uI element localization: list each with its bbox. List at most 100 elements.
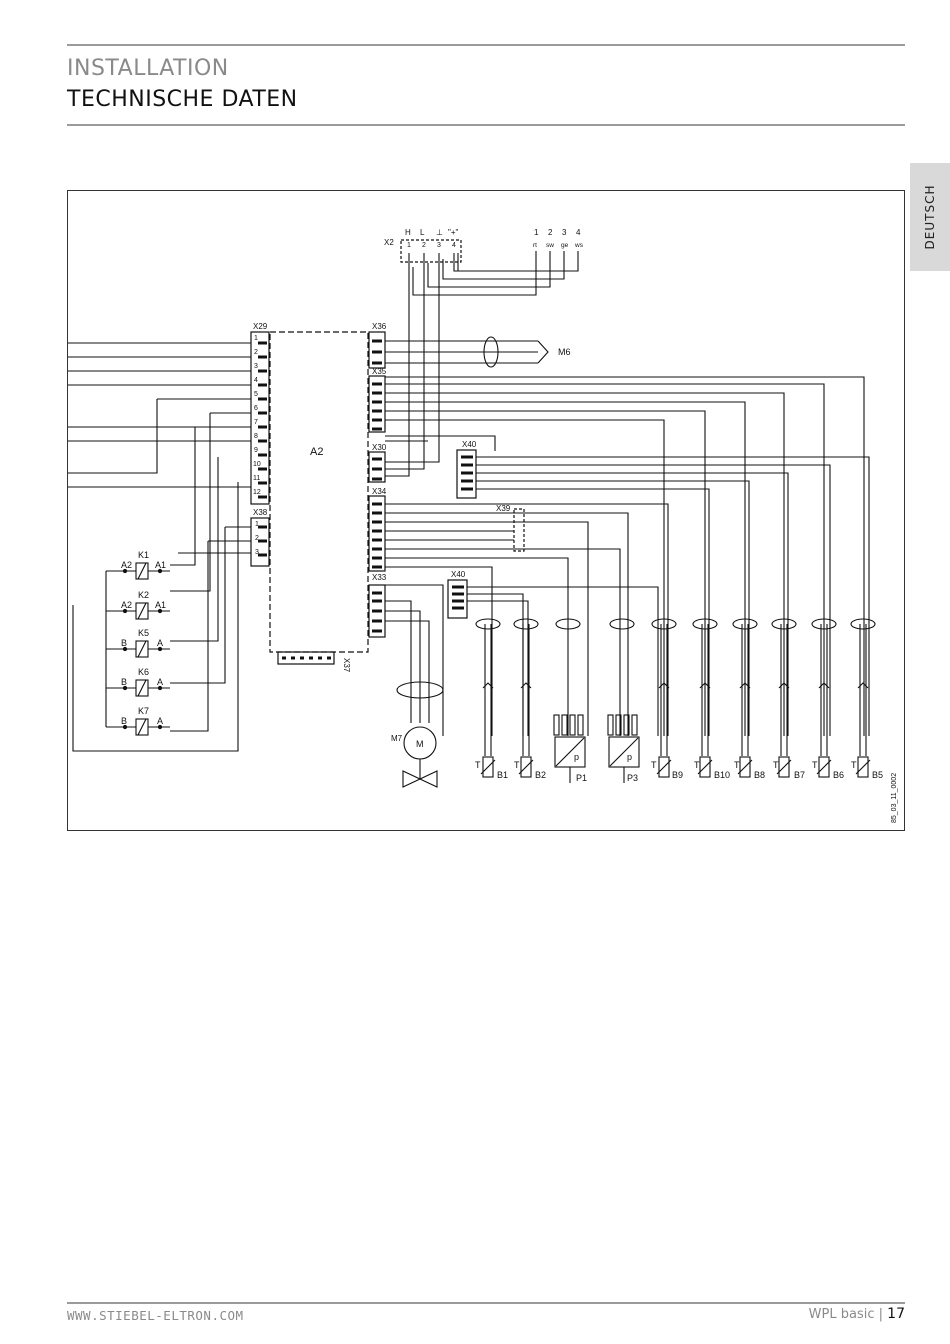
x29-pin-2: 2 xyxy=(254,349,258,356)
pressure-sensor-pin xyxy=(561,714,568,736)
wire-b6 xyxy=(385,383,825,736)
cable-sheath xyxy=(609,618,635,630)
wire-x34-1 xyxy=(385,503,669,736)
pressure-sensor-pin xyxy=(569,714,576,736)
relay-terminal xyxy=(157,646,163,652)
x29-pin-numbers: 1 2 3 4 5 6 7 8 9 10 11 12 xyxy=(253,335,261,496)
pressure-sensor-pin xyxy=(623,714,630,736)
x29-pin-3: 3 xyxy=(254,363,258,370)
connector-x39 xyxy=(513,508,525,552)
pressure-mark-p3: p xyxy=(627,752,632,762)
sensor-b8: B8 xyxy=(754,770,765,780)
cable-colors: rt sw ge ws xyxy=(533,242,584,249)
sensor-wire-clip xyxy=(857,682,869,689)
relay-k1-left: A2 xyxy=(121,560,132,570)
relay-k1-name: K1 xyxy=(138,550,149,560)
x2-signal-h: H xyxy=(405,228,411,237)
x2-pin-4: 4 xyxy=(452,242,456,249)
pressure-p3: P3 xyxy=(627,773,638,783)
x38-pin-3: 3 xyxy=(255,549,259,556)
temp-sensor-body xyxy=(739,756,751,778)
x29-pin-5: 5 xyxy=(254,391,258,398)
relay-terminal xyxy=(157,724,163,730)
x38-pin-2: 2 xyxy=(255,535,259,542)
sensor-wire-pair xyxy=(741,624,749,756)
wire-x30 xyxy=(385,435,496,451)
language-tab[interactable]: DEUTSCH xyxy=(910,163,950,271)
footer-separator: | xyxy=(878,1307,884,1322)
relay-k2-name: K2 xyxy=(138,590,149,600)
sensor-symbols xyxy=(480,714,871,783)
wire-x40-1 xyxy=(476,456,870,736)
x2-signals: H L ⊥ "+" xyxy=(405,228,459,237)
x29-pin-9: 9 xyxy=(254,447,258,454)
drawing-id: 85_03_11_0002 xyxy=(891,773,898,823)
wire-b5 xyxy=(385,376,865,736)
sensor-wire-pair xyxy=(859,624,867,756)
cable-sheath xyxy=(555,618,581,630)
sensor-b2: B2 xyxy=(535,770,546,780)
relay-terminal xyxy=(157,608,163,614)
pressure-sensor-pin xyxy=(607,714,614,736)
cable-pin-numbers: 1 2 3 4 xyxy=(534,228,581,237)
cable-sheath xyxy=(732,618,758,630)
wire-x34-3 xyxy=(385,521,589,736)
motor-symbol: M xyxy=(416,739,424,749)
connector-x36 xyxy=(368,331,386,369)
temp-sensor-body xyxy=(658,756,670,778)
sensor-wire-clip xyxy=(520,682,532,689)
relays xyxy=(105,562,170,736)
connector-x35 xyxy=(368,375,386,433)
temp-sensor-slash xyxy=(737,759,753,775)
x38-pin-1: 1 xyxy=(255,521,259,528)
label-x29: X29 xyxy=(253,322,268,331)
relay-coil-slash xyxy=(137,718,147,736)
right-pin-arrows xyxy=(282,339,473,660)
connector-x34 xyxy=(368,495,386,572)
wire-x40b-3 xyxy=(467,600,529,736)
sensor-wire-pair xyxy=(660,624,668,756)
motor-m7 xyxy=(385,600,444,788)
sensor-wire-clip xyxy=(699,682,711,689)
temp-mark-b10: T xyxy=(694,760,700,770)
x2-signal-plus: "+" xyxy=(448,228,459,237)
connector-x37 xyxy=(277,651,335,665)
label-x38: X38 xyxy=(253,508,268,517)
pressure-marks: p p xyxy=(574,752,632,762)
relay-k7-left: B xyxy=(121,716,127,726)
wire-x34-8 xyxy=(385,566,493,736)
pressure-sensor-pin xyxy=(631,714,638,736)
temp-sensor-slash xyxy=(816,759,832,775)
x2-pin-2: 2 xyxy=(422,242,426,249)
sensor-wiring xyxy=(385,376,876,756)
connector-x38 xyxy=(250,517,270,567)
footer-url[interactable]: WWW.STIEBEL-ELTRON.COM xyxy=(67,1308,244,1323)
wire-x34-7 xyxy=(385,557,569,736)
relay-k7-name: K7 xyxy=(138,706,149,716)
relay-k5-right: A xyxy=(157,638,163,648)
label-x33: X33 xyxy=(372,573,387,582)
label-x40-upper: X40 xyxy=(462,440,477,449)
label-x39: X39 xyxy=(496,504,511,513)
sensor-b7: B7 xyxy=(794,770,805,780)
temp-sensor-slash xyxy=(518,759,534,775)
label-x40-lower: X40 xyxy=(451,570,466,579)
cable-sheath xyxy=(811,618,837,630)
label-x30: X30 xyxy=(372,443,387,452)
cable-sheath xyxy=(513,618,539,630)
relay-k6-left: B xyxy=(121,677,127,687)
temp-sensor-slash xyxy=(656,759,672,775)
relay-k6-right: A xyxy=(157,677,163,687)
relay-coil-slash xyxy=(137,679,147,697)
cable-sheath xyxy=(651,618,677,630)
wire-x40-5 xyxy=(476,488,710,736)
cable-sheath xyxy=(850,618,876,630)
relay-k7-right: A xyxy=(157,716,163,726)
cable-color-ws: ws xyxy=(574,242,584,249)
sensor-b6: B6 xyxy=(833,770,844,780)
relay-terminal xyxy=(157,685,163,691)
x29-pin-12: 12 xyxy=(253,489,261,496)
cable-pin-1: 1 xyxy=(534,228,539,237)
wire-x33 xyxy=(385,584,444,736)
sensor-wire-pair xyxy=(780,624,788,756)
